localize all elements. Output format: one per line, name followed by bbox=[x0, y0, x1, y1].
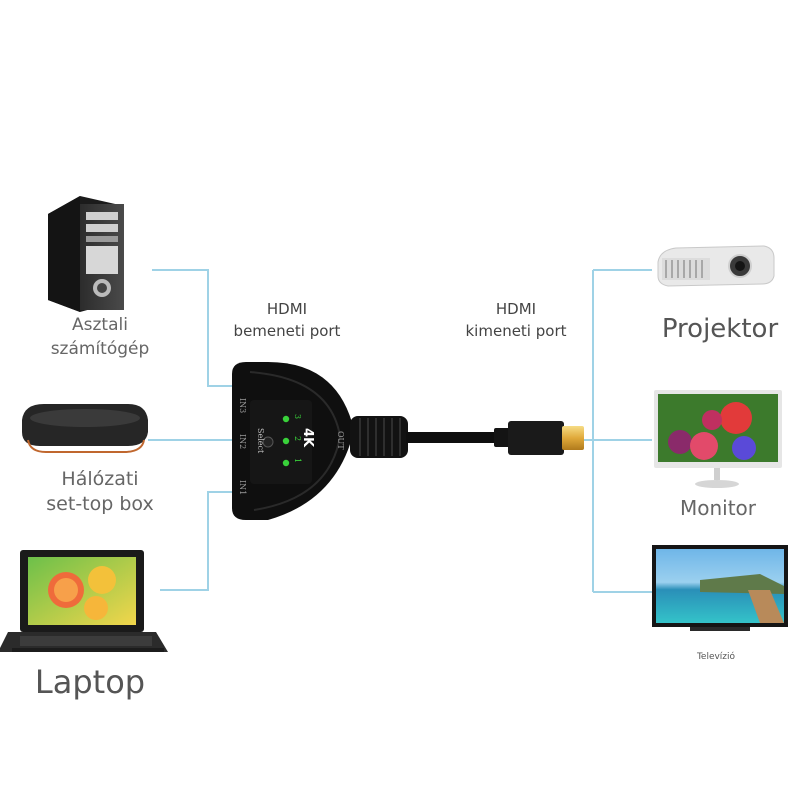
monitor-label: Monitor bbox=[679, 496, 757, 520]
connector-line-laptop bbox=[160, 491, 232, 591]
switch-port-in1: IN1 bbox=[238, 480, 247, 495]
monitor-icon bbox=[654, 390, 782, 488]
desktop-computer-icon bbox=[48, 196, 124, 312]
output-port-label: HDMI kimeneti port bbox=[465, 300, 567, 340]
switch-port-in2: IN2 bbox=[238, 434, 247, 449]
switch-led-label-3: 3 bbox=[293, 414, 302, 419]
projector-label: Projektor bbox=[661, 314, 779, 344]
tv-label: Televízió bbox=[696, 652, 736, 662]
desktop-label: Asztali számítógép bbox=[50, 315, 150, 359]
switch-port-in3: IN3 bbox=[238, 398, 247, 413]
hdmi-gold-connector-icon bbox=[562, 426, 584, 450]
switch-select-label: Select bbox=[256, 428, 265, 454]
laptop-icon bbox=[0, 550, 168, 652]
hdmi-cable bbox=[350, 416, 584, 458]
switch-out-label: OUT bbox=[336, 431, 345, 450]
switch-led-label-2: 2 bbox=[293, 436, 302, 441]
settop-box-label: Hálózati set-top box bbox=[46, 468, 154, 515]
input-connector-lines bbox=[148, 269, 232, 591]
projector-icon bbox=[657, 245, 775, 287]
led-3-icon bbox=[282, 415, 290, 423]
output-connector-lines bbox=[582, 269, 652, 593]
switch-4k-badge: 4K bbox=[300, 428, 315, 448]
switch-led-label-1: 1 bbox=[293, 458, 302, 463]
led-2-icon bbox=[282, 437, 290, 445]
input-port-label: HDMI bemeneti port bbox=[233, 300, 341, 340]
select-button-icon bbox=[262, 436, 274, 448]
hdmi-switch: IN3 IN2 IN1 Select 3 2 1 4K OUT bbox=[232, 362, 354, 520]
settop-box-icon bbox=[22, 404, 148, 453]
laptop-label: Laptop bbox=[34, 663, 146, 701]
led-1-icon bbox=[282, 459, 290, 467]
connector-line-desktop bbox=[152, 269, 232, 387]
tv-icon bbox=[652, 545, 788, 631]
